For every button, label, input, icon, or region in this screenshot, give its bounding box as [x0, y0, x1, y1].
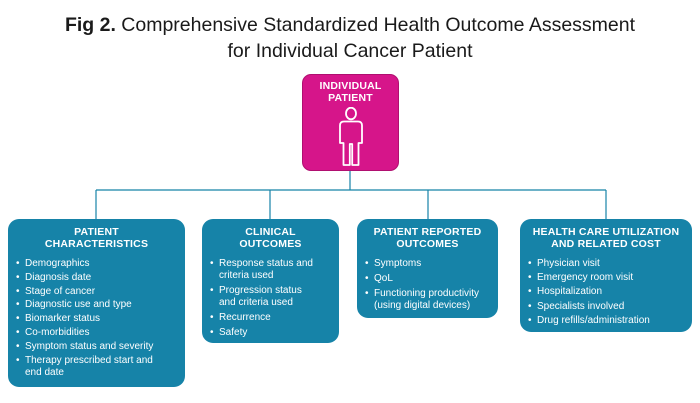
individual-patient-label: INDIVIDUAL PATIENT: [319, 80, 382, 104]
list-item: •Recurrence: [210, 312, 271, 323]
list-item: •Symptoms: [365, 258, 422, 269]
list-item: •Demographics: [16, 258, 90, 269]
list-item: •Symptom status and severity: [16, 340, 154, 352]
list-item: •Therapy prescribed start and end date: [16, 354, 153, 378]
list-item: •Diagnosis date: [16, 271, 92, 283]
patient-reported-outcomes-list: •Symptoms •QoL •Functioning productivity…: [365, 258, 490, 312]
list-item: •Stage of cancer: [16, 285, 96, 297]
list-item: •Functioning productivity (using digital…: [365, 288, 480, 311]
clinical-outcomes-list: •Response status and criteria used •Prog…: [210, 258, 331, 339]
title-line-2: for Individual Cancer Patient: [227, 40, 473, 62]
patient-characteristics-title: PATIENT CHARACTERISTICS: [44, 226, 149, 250]
list-item: •Hospitalization: [528, 286, 603, 298]
list-item: •Physician visit: [528, 258, 600, 269]
health-care-utilization-list: •Physician visit •Emergency room visit •…: [528, 258, 684, 327]
list-item: •Progression status and criteria used: [210, 285, 302, 308]
list-item: •Co-morbidities: [16, 326, 90, 338]
list-item: •Biomarker status: [16, 313, 101, 325]
individual-patient-box: INDIVIDUAL PATIENT: [302, 74, 399, 171]
list-item: •Emergency room visit: [528, 272, 634, 284]
list-item: •Safety: [210, 327, 248, 338]
list-item: •Specialists involved: [528, 300, 625, 312]
list-item: •QoL: [365, 273, 393, 284]
patient-characteristics-list: •Demographics •Diagnosis date •Stage of …: [16, 258, 177, 379]
health-care-utilization-title: HEALTH CARE UTILIZATION AND RELATED COST: [532, 226, 680, 250]
list-item: •Diagnostic use and type: [16, 299, 132, 311]
list-item: •Drug refills/administration: [528, 314, 650, 326]
figure-number: Fig 2.: [64, 14, 116, 36]
clinical-outcomes-title: CLINICAL OUTCOMES: [239, 226, 302, 250]
health-care-utilization-box: HEALTH CARE UTILIZATION AND RELATED COST…: [520, 219, 692, 332]
title-text-1: Comprehensive Standardized Health Outcom…: [115, 14, 636, 36]
title-line-1: Fig 2. Comprehensive Standardized Health…: [0, 12, 700, 38]
patient-characteristics-box: PATIENT CHARACTERISTICS •Demographics •D…: [8, 219, 185, 387]
list-item: •Response status and criteria used: [210, 258, 313, 281]
patient-reported-outcomes-box: PATIENT REPORTED OUTCOMES •Symptoms •QoL…: [357, 219, 498, 318]
clinical-outcomes-box: CLINICAL OUTCOMES •Response status and c…: [202, 219, 339, 343]
person-icon: [339, 107, 363, 166]
patient-reported-outcomes-title: PATIENT REPORTED OUTCOMES: [373, 226, 482, 250]
figure-title: Fig 2. Comprehensive Standardized Health…: [0, 12, 700, 64]
